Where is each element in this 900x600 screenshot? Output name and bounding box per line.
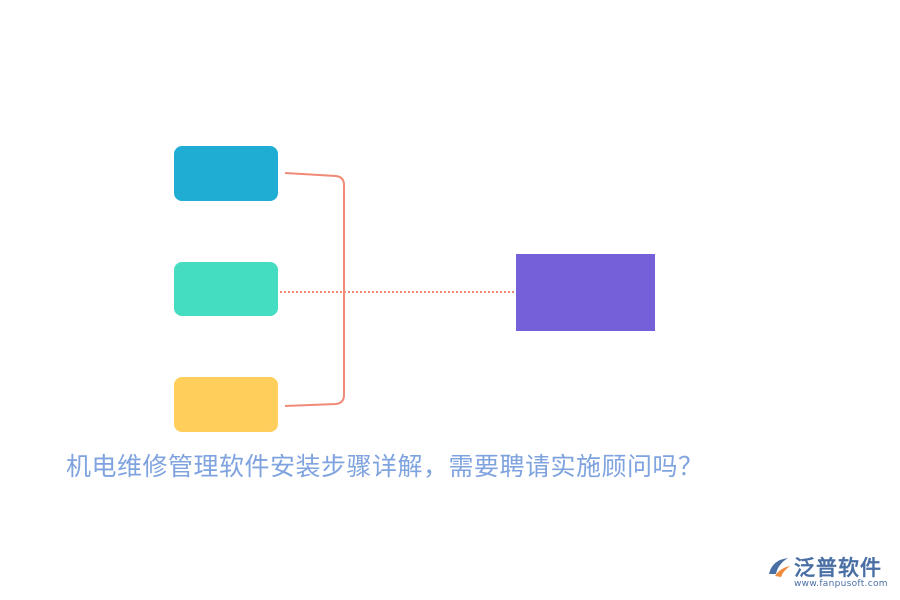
fanpu-logo-icon bbox=[769, 558, 790, 577]
diagram-node-purple bbox=[516, 254, 655, 331]
logo-brand-name: 泛普软件 bbox=[794, 556, 882, 580]
diagram-node-blue bbox=[174, 146, 278, 201]
brand-logo: 泛普软件 www.fanpusoft.com bbox=[766, 552, 890, 592]
diagram-caption: 机电维修管理软件安装步骤详解，需要聘请实施顾问吗？ bbox=[66, 452, 704, 481]
bracket-connector bbox=[284, 172, 345, 407]
diagram-node-teal bbox=[174, 262, 278, 316]
diagram-node-yellow bbox=[174, 377, 278, 432]
logo-url: www.fanpusoft.com bbox=[794, 579, 888, 589]
